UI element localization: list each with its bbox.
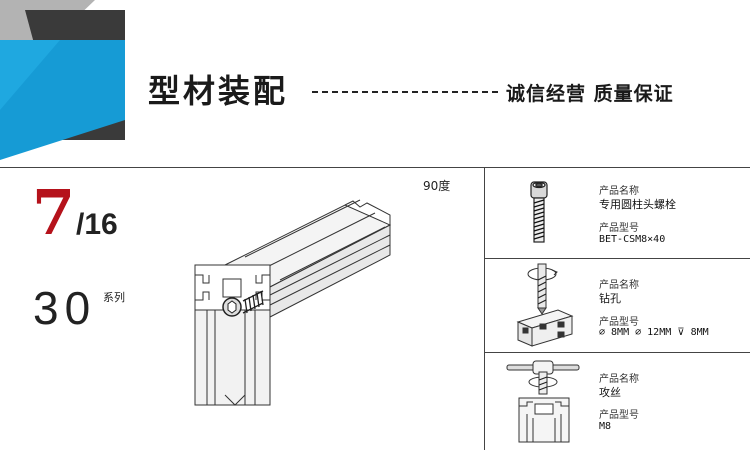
profile-assembly-drawing-icon	[194, 199, 392, 406]
drill-bit-icon	[516, 263, 574, 347]
product-2-name: 钻孔	[599, 292, 621, 305]
fraction-denominator: /16	[76, 208, 118, 241]
header-banner-decoration	[0, 0, 125, 160]
tap-wrench-icon	[506, 360, 580, 443]
product-3-name: 攻丝	[599, 386, 621, 399]
page-title: 型材装配	[148, 72, 289, 110]
panel-divider-1	[484, 258, 750, 259]
product-1-name-label: 产品名称	[599, 186, 639, 197]
product-3-model-label: 产品型号	[599, 410, 639, 421]
panel-divider-2	[484, 352, 750, 353]
fraction-numerator: 7	[32, 176, 76, 249]
product-1-model: BET-CSM8×40	[599, 234, 666, 245]
product-2-model: ∅ 8MM ∅ 12MM ⊽ 8MM	[599, 327, 709, 338]
section-top-rule	[0, 167, 750, 168]
slogan-text: 诚信经营 质量保证	[506, 83, 674, 105]
product-2-model-label: 产品型号	[599, 317, 639, 328]
product-2-name-label: 产品名称	[599, 280, 639, 291]
product-1-model-label: 产品型号	[599, 223, 639, 234]
product-1-name: 专用圆柱头螺栓	[599, 198, 676, 211]
series-label: 系列	[103, 291, 125, 304]
title-divider	[312, 91, 498, 93]
column-divider	[484, 167, 485, 450]
product-3-name-label: 产品名称	[599, 374, 639, 385]
product-3-model: M8	[599, 421, 612, 432]
series-number: 30	[33, 282, 97, 334]
socket-head-bolt-icon	[530, 181, 548, 243]
angle-label: 90度	[423, 179, 451, 193]
